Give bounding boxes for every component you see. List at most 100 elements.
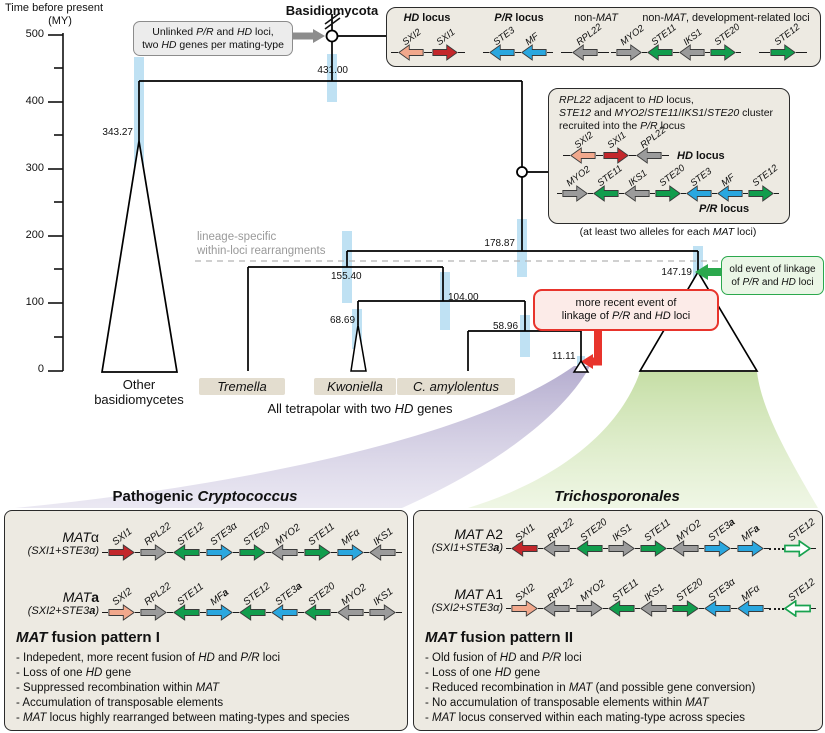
clade-triangle-kwoniella [350, 324, 367, 372]
gene-arrow-sxi2: SXI2 [108, 586, 135, 621]
gene-arrow-iks1: IKS1 [624, 168, 650, 202]
locus-row-nonmat: RPL22 [561, 22, 609, 61]
chromosome-line [102, 612, 108, 613]
red-arrow [581, 330, 602, 369]
chromosome-line [396, 612, 403, 613]
gene-arrow-ste20: STE20 [303, 581, 337, 621]
chromosome-line [363, 552, 370, 553]
gene-arrow-ste12: STE12 [783, 577, 817, 617]
chromosome-line [298, 552, 304, 553]
tick-500: 500 [25, 28, 44, 40]
text-line: RPL22 adjacent to HD locus, [559, 94, 694, 106]
chromosome-line [134, 612, 141, 613]
gene-arrow-ste3: STE3 [489, 25, 517, 61]
gene-arrow-sxi1: SXI1 [432, 27, 458, 61]
gene-arrow-ste12: STE12 [770, 22, 802, 61]
tick-100: 100 [25, 296, 44, 308]
text-line: - MAT locus highly rearranged between ma… [16, 712, 350, 724]
non-mat-dev-header: non-MAT, development-related loci [642, 12, 810, 24]
chromosome-line [424, 52, 432, 53]
node-date-178: 178.87 [484, 238, 515, 249]
basidiomycota-label: Basidiomycota [285, 3, 379, 18]
chromosome-line [538, 548, 544, 549]
text-line: - Indepedent, more recent fusion of HD a… [16, 652, 281, 664]
gene-arrow-sxi2: SXI2 [570, 130, 596, 164]
recruitment-note: RPL22 adjacent to HD locus,STE12 and MYO… [559, 94, 785, 133]
text-line: Unlinked P/R and HD loci, [152, 25, 274, 38]
gene-arrow-ste3α: STE3α [704, 577, 738, 617]
gene-arrow-ste11: STE11 [304, 521, 337, 561]
alleles-caption: (at least two alleles for each MAT loci) [579, 226, 757, 238]
chromosome-line [667, 608, 673, 609]
gene-arrow-ste20: STE20 [238, 521, 272, 561]
gene-arrow-myo2: MYO2 [672, 518, 704, 557]
chromosome-line [506, 608, 512, 609]
chromosome-line [483, 52, 489, 53]
chromosome-line [538, 608, 544, 609]
text-line: more recent event of [575, 297, 677, 309]
chromosome-line [265, 552, 272, 553]
gene-arrow-ste11: STE11 [593, 163, 625, 202]
chromosome-line [796, 52, 807, 53]
tick-200: 200 [25, 229, 44, 241]
tick-300: 300 [25, 162, 44, 174]
node-date-147: 147.19 [661, 267, 692, 278]
gene-arrow-rpl22: RPL22 [140, 521, 174, 561]
gene-arrow-sxi1: SXI1 [108, 526, 135, 561]
chromosome-line [611, 52, 617, 53]
axis-unit: (MY) [48, 15, 72, 27]
chromosome-line [731, 608, 737, 609]
gene-arrow-mfα: MFα [337, 527, 364, 561]
chromosome-line [457, 52, 465, 53]
chromosome-line [330, 612, 337, 613]
pathogenic-cryptococcus-panel [4, 510, 408, 731]
chromosome-line [265, 612, 272, 613]
chromosome-line [704, 52, 710, 53]
text-line: - MAT locus conserved within each mating… [425, 712, 746, 724]
row-label-mat-a: MATa (SXI2+STE3a) [4, 590, 99, 618]
chromosome-line [570, 548, 576, 549]
taxon-c-amylolentus: C. amylolentus [397, 378, 515, 395]
recruitment-box: RPL22 adjacent to HD locus,STE12 and MYO… [548, 88, 790, 224]
left-pattern-heading: MAT fusion pattern I [16, 629, 160, 646]
chromosome-line [232, 612, 239, 613]
pr-locus-header: P/R locus [494, 12, 544, 24]
gene-arrow-iks1: IKS1 [640, 582, 667, 617]
gene-arrow-ste11: STE11 [173, 581, 206, 621]
text-line: STE12 and MYO2/STE11/IKS1/STE20 cluster [559, 107, 774, 119]
row-label-mat-alpha: MATα (SXI1+STE3α) [4, 530, 99, 558]
gene-arrow-ste20: STE20 [655, 163, 687, 202]
text-line: - No accumulation of transposable elemen… [425, 697, 709, 709]
chromosome-line [570, 608, 576, 609]
gene-arrow-ste12: STE12 [783, 517, 817, 557]
node-date-11: 11.11 [552, 351, 576, 362]
gray-arrow [291, 29, 325, 43]
hd-locus-header: HD locus [403, 12, 451, 24]
text-line: - Loss of one HD gene [16, 667, 132, 679]
text-line: lineage-specific [197, 231, 277, 243]
gene-arrow-sxi1: SXI1 [511, 522, 538, 557]
ci-bar-58 [520, 315, 530, 357]
gene-arrow-myo2: MYO2 [576, 578, 607, 617]
gene-arrow-ste12: STE12 [173, 521, 207, 561]
chromosome-line [699, 548, 705, 549]
text-line: basidiomycetes [94, 392, 184, 407]
chromosome-line [743, 193, 748, 194]
text-line: two HD genes per mating-type [142, 38, 284, 51]
node-date-431: 431.00 [317, 65, 348, 76]
gene-arrow-iks1: IKS1 [369, 526, 396, 561]
chromosome-line [330, 552, 337, 553]
text-line: of P/R and HD loci [731, 276, 814, 288]
text-line: - Suppressed recombination within MAT [16, 682, 220, 694]
chromosome-line [774, 193, 779, 194]
chromosome-line [396, 552, 403, 553]
gene-arrow-rpl22: RPL22 [636, 125, 668, 164]
chromosome-line [650, 193, 655, 194]
